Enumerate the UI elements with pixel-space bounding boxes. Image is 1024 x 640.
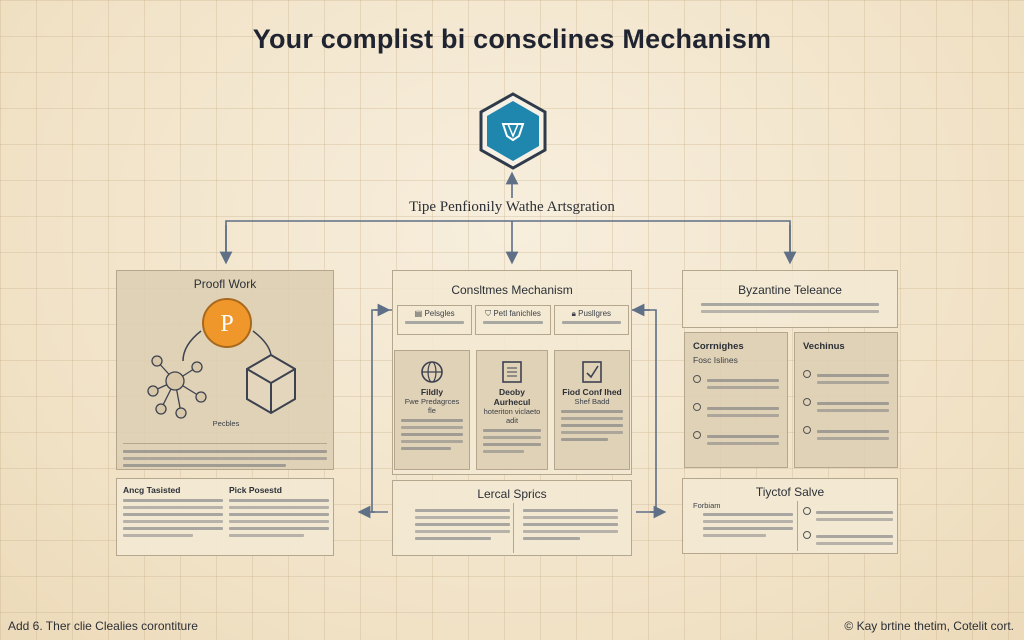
panel-title: Lercal Sprics: [477, 487, 547, 501]
dot-icon: [693, 403, 701, 411]
right-col-2: Vechinus: [794, 332, 898, 468]
tab-1[interactable]: ▤ Pelsgles: [397, 305, 473, 335]
lock-icon: 🔒︎: [571, 309, 576, 318]
list-item: [803, 426, 889, 444]
center-label: Tipe Penfionily Wathe Artsgration: [409, 199, 615, 215]
byzantine-panel: Byzantine Teleance: [682, 270, 898, 328]
notes-col-1: Ancg Tasisted: [123, 485, 223, 541]
wallet-hex-icon: [479, 92, 547, 170]
right-lower-panel: Tiyctof Salve Forbiam: [682, 478, 898, 554]
network-nodes-icon: [147, 355, 207, 419]
list-item: [693, 375, 779, 393]
diagram-title: Your complist bi consclines Mechanism: [252, 24, 772, 54]
list-item: [803, 398, 889, 416]
divider: [513, 503, 514, 553]
list-item: [803, 370, 889, 388]
lower-col-1: [415, 505, 510, 544]
panel-title: Consltmes Mechanism: [451, 283, 573, 297]
tab-3[interactable]: 🔒︎ Pusllgres: [553, 305, 629, 335]
svg-text:P: P: [220, 311, 233, 337]
list-item: [693, 403, 779, 421]
dot-icon: [803, 531, 811, 539]
check-doc-icon: [561, 357, 623, 387]
dot-icon: [803, 398, 811, 406]
panel-caption: [123, 443, 327, 471]
right-col-1: Corrnighes Fosc Islines: [684, 332, 788, 468]
proof-of-work-panel: Proofl Work P Pecbles: [116, 270, 334, 470]
ledger-icon: [483, 357, 541, 387]
dot-icon: [803, 426, 811, 434]
left-notes-panel: Ancg Tasisted Pick Posestd: [116, 478, 334, 556]
notes-col-2: Pick Posestd: [229, 485, 329, 541]
footer-left: Add 6. Ther clie Clealies corontiture: [8, 619, 198, 633]
lower-center-panel: Lercal Sprics: [392, 480, 632, 556]
panel-title: Byzantine Teleance: [738, 283, 842, 297]
shield-icon: ⛉: [485, 309, 492, 318]
lower-col-2: [523, 505, 618, 544]
coin-icon: [202, 298, 252, 348]
globe-cube-icon: [401, 357, 463, 387]
panel-title: Tiyctof Salve: [755, 485, 825, 499]
doc-icon: ▤: [414, 309, 423, 318]
tab-row: ▤ Pelsgles ⛉ Petl fanichles 🔒︎ Pusllgres: [397, 305, 629, 335]
dot-icon: [693, 431, 701, 439]
card-deoby: Deoby Aurhecul hoteriton viclaeto adit: [476, 350, 548, 470]
divider: [797, 501, 798, 551]
cube-icon: [246, 353, 296, 415]
dot-icon: [803, 507, 811, 515]
mining-illustration: P: [147, 298, 296, 419]
card-fildly: Fildly Fwe Predagrces fle: [394, 350, 470, 470]
card-fiod: Fiod Conf Ihed Shef Badd: [554, 350, 630, 470]
list-item: [693, 431, 779, 449]
panel-title: Proofl Work: [193, 277, 257, 291]
footer-right: © Kay brtine thetim, Cotelit cort.: [844, 619, 1014, 633]
panel-sub-label: Pecbles: [212, 419, 240, 428]
tab-2[interactable]: ⛉ Petl fanichles: [475, 305, 551, 335]
dot-icon: [693, 375, 701, 383]
dot-icon: [803, 370, 811, 378]
hex-node: [478, 92, 548, 170]
